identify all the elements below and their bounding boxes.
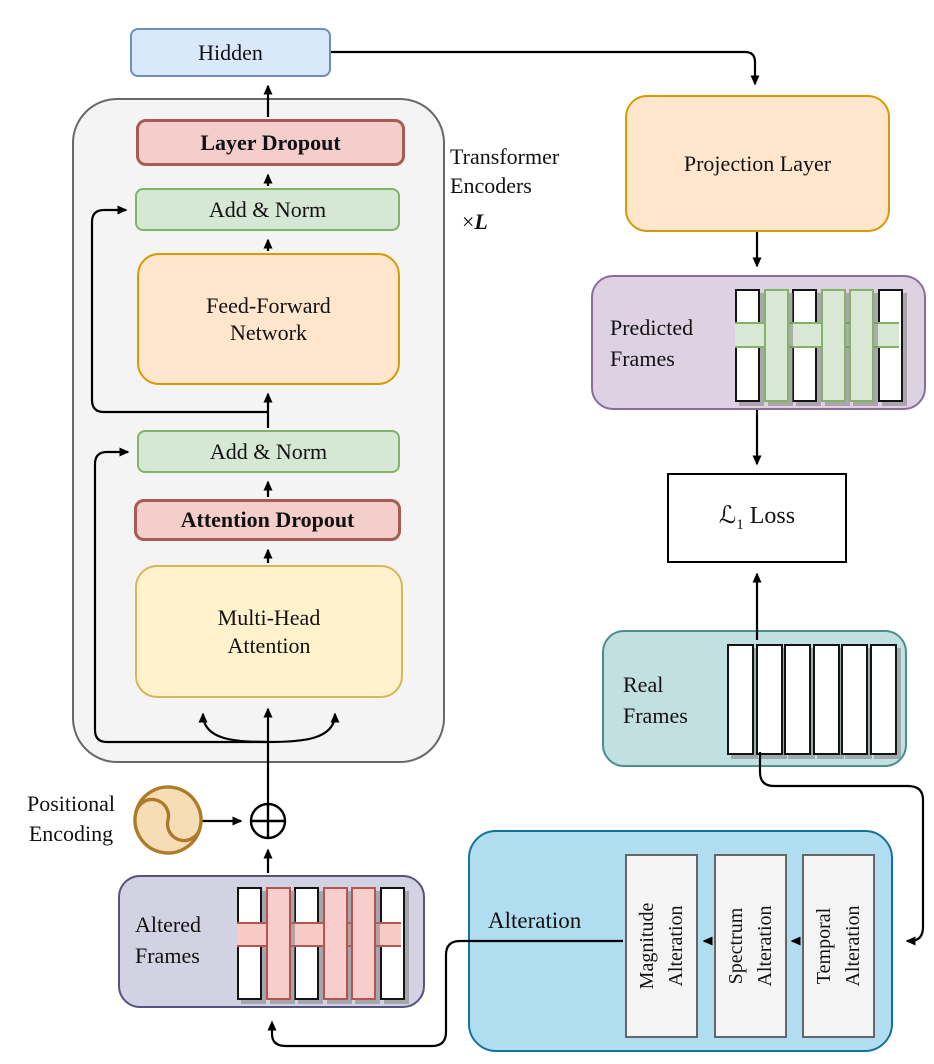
predicted-frames-label-line2: Frames [610,345,675,371]
spectrum-alteration-line2: Alteration [753,905,776,987]
magnitude-alteration-line2: Alteration [664,905,687,987]
real-frames-label-line1: Real [623,672,664,697]
ffn-label-line2: Network [230,320,307,345]
ffn-label-line1: Feed-Forward [206,292,331,318]
predicted-frames-label-line1: Predicted [610,315,694,340]
hidden-box: Hidden [130,28,331,77]
magnitude-alteration-box: Magnitude Alteration [625,854,698,1038]
frame-bar [841,644,869,755]
hidden-label: Hidden [198,39,263,65]
predicted-frames-strip [735,289,903,402]
loss-label: Loss [749,503,796,530]
add-symbol [249,802,287,840]
frame-bar [784,644,812,755]
projection-layer-label: Projection Layer [683,150,832,176]
positional-encoding-icon [133,785,203,855]
layer-dropout-label: Layer Dropout [200,129,341,155]
add-norm-lower-label: Add & Norm [209,438,328,464]
real-frames-strip [727,644,897,755]
temporal-alteration-box: Temporal Alteration [802,854,875,1038]
add-norm-upper-label: Add & Norm [208,196,327,222]
altered-frames-box: Altered Frames [118,875,425,1008]
frame-bar [727,644,754,755]
real-frames-label-line2: Frames [623,702,688,728]
spectrum-alteration-line1: Spectrum [724,907,747,985]
altered-alteration-band [237,922,401,947]
frame-bar [755,644,783,755]
frame-bar [849,289,875,402]
temporal-alteration-line2: Alteration [841,905,864,987]
projection-layer-box: Projection Layer [625,95,890,232]
frame-bar [763,289,789,402]
loss-symbol: ℒ [718,503,737,530]
times-symbol: × [462,209,475,235]
temporal-alteration-line1: Temporal [812,907,835,985]
altered-frames-label-line2: Frames [135,942,200,968]
predicted-alteration-band [735,322,899,348]
frame-bar [870,644,897,755]
altered-frames-label-line1: Altered [135,912,201,937]
predicted-frames-box: Predicted Frames [591,275,926,410]
magnitude-alteration-line1: Magnitude [635,902,658,990]
l1-loss-box: ℒ1 Loss [667,473,847,563]
frame-bar [820,289,846,402]
add-norm-upper-box: Add & Norm [135,188,400,231]
encoder-annotation-line1: Transformer [450,144,560,169]
mha-label-line1: Multi-Head [217,605,321,630]
repeat-count-symbol: L [474,209,488,235]
frame-bar [265,887,291,1000]
add-norm-lower-box: Add & Norm [137,430,400,473]
spectrum-alteration-box: Spectrum Alteration [714,854,787,1038]
encoder-repeat-annotation: Transformer Encoders ×L [450,143,610,237]
alteration-box: Alteration Magnitude Alteration Spectrum… [468,830,893,1052]
frame-bar [812,644,840,755]
mha-label-line2: Attention [227,632,311,658]
positional-encoding-line1: Positional [26,791,115,816]
frame-bar [351,887,377,1000]
edge-hidden-to-projection [331,50,760,86]
frame-bar [322,887,348,1000]
positional-encoding-label: Positional Encoding [6,789,136,848]
attention-dropout-box: Attention Dropout [134,499,401,541]
multi-head-attention-box: Multi-Head Attention [135,565,403,698]
altered-frames-strip [237,887,405,1000]
positional-encoding-line2: Encoding [28,820,114,846]
alteration-label: Alteration [488,908,582,933]
loss-subscript: 1 [736,517,744,534]
encoder-annotation-line2: Encoders [450,172,532,198]
layer-dropout-box: Layer Dropout [136,119,405,166]
feed-forward-box: Feed-Forward Network [137,253,400,385]
attention-dropout-label: Attention Dropout [180,507,355,533]
real-frames-box: Real Frames [602,630,907,767]
